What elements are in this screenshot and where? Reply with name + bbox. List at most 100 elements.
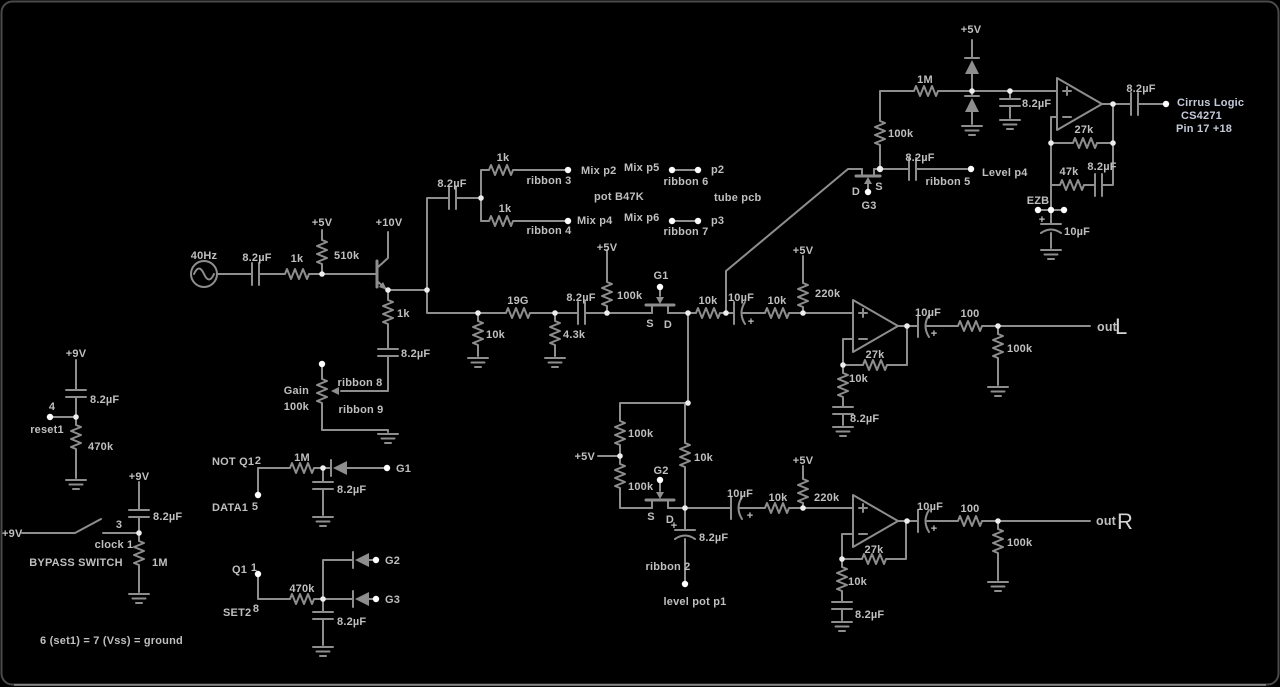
net-label: NOT Q1 [212,456,254,468]
fet-gate-label: G1 [653,270,668,282]
ribbon-label: ribbon 3 [527,175,572,187]
resistor [954,515,986,527]
opamp-left [852,299,899,353]
rail-label: +10V [376,217,403,229]
resistor-label: 510k [334,250,360,262]
resistor [286,462,318,474]
fet-source-label: S [647,511,655,523]
rail-label: +5V [961,24,982,36]
polarized-capacitor [674,529,696,540]
resistor [797,475,809,507]
cap-label: 8.2µF [905,152,934,164]
resistor-label: 1k [291,253,304,265]
pot-ref-label: pot B47K [594,191,644,203]
rail-label: +5V [793,245,814,257]
labels-gain-pot: Gain 100k ribbon 8 ribbon 9 [284,377,384,416]
resistor [679,439,691,471]
ground-symbol [467,357,489,368]
resistor [910,85,942,97]
dest-label: Level p4 [982,167,1028,179]
rail-label: +5V [597,242,618,254]
pin-number-label: 5 [252,501,258,513]
board-ref-label: tube pcb [714,192,762,204]
diode [330,459,348,477]
diode [352,551,370,569]
labels-logic-section: NOT Q1 2 1M G1 8.2µF DATA1 5 Q1 1 470k G… [212,452,411,628]
resistor-label: 100k [628,428,654,440]
cap-label: 8.2µF [1087,161,1116,173]
dest-label: level pot p1 [664,596,727,608]
resistor [837,369,849,401]
resistor [601,278,613,310]
ground-symbol [128,593,150,604]
resistor [502,307,534,319]
labels-signal-row: 10k 19G 4.3k 8.2µF +5V 100k G1 S D 10k 1… [486,242,841,341]
diode [964,57,980,75]
labels-adc-driver: +5V 1M 100k 8.2µF 27k 47k 8.2µF EZB + 10… [888,24,1244,238]
mix-dest-label: Mix p4 [577,215,613,227]
cap-label: 8.2µF [90,394,119,406]
ground-symbol [1040,249,1062,260]
rail-label: +9V [129,471,150,483]
polarity-label: + [748,316,755,328]
gate-dest-label: G1 [396,463,411,475]
capacitor [251,262,260,286]
labels-mix-section: 8.2µF 1k ribbon 3 Mix p2 Mix p5 ribbon 6… [437,152,761,238]
resistor [797,279,809,311]
sine-source-symbol [190,260,218,288]
components [65,57,1139,657]
labels-right-output: 27k 10k 8.2µF 10µF + 100 100k out R [848,501,1133,621]
switch-label: BYPASS SWITCH [29,557,122,569]
fet-drain-label: D [664,319,672,331]
net-label: SET2 [223,607,251,619]
cap-label: 8.2µF [337,616,366,628]
resistor-label: 1k [497,152,510,164]
ground-symbol [312,646,334,657]
rail-label: +5V [312,217,333,229]
resistor [954,320,986,332]
source-freq-label: 40Hz [191,250,218,262]
ground-symbol [544,357,566,368]
cap-label: 8.2µF [850,413,879,425]
resistor-label: 100k [628,481,654,493]
adc-dest-line1: Cirrus Logic [1177,97,1244,109]
resistor [836,563,848,595]
labels-input-stage: 40Hz 8.2µF 1k +5V 510k +10V 1k 8.2µF [191,217,430,360]
resistor [992,330,1004,362]
channel-label-R: R [1117,509,1133,534]
pot-value-label: 100k [284,401,310,413]
resistor-label: 10k [699,295,719,307]
capacitor [377,348,399,357]
channel-label-L: L [1115,314,1127,339]
cap-label: 8.2µF [153,511,182,523]
cap-label: 10µF [915,307,941,319]
adc-dest-line2: CS4271 [1181,110,1222,122]
resistor [1056,179,1088,191]
resistor-label: 1M [917,74,933,86]
adc-dest-line3: Pin 17 +18 [1176,123,1232,135]
labels-power-section: +9V 8.2µF 4 reset1 470k +9V 8.2µF 3 +9V … [2,348,183,647]
resistor-label: 27k [1075,124,1095,136]
resistor-label: 470k [88,441,114,453]
output-label: out [1096,514,1117,528]
cap-label: 8.2µF [242,252,271,264]
ribbon-label: ribbon 4 [527,225,573,237]
diode [964,95,980,113]
resistor [472,317,484,349]
capacitor [1094,173,1103,197]
resistor [761,502,793,514]
capacitor [312,481,334,490]
ribbon-label: ribbon 7 [664,226,709,238]
cap-label: 10µF [1064,226,1090,238]
diode [352,590,370,608]
resistor [761,307,793,319]
resistor-label: 100 [961,503,980,515]
resistor [614,417,626,449]
pot-name-label: Gain [284,385,309,397]
resistor [70,421,82,453]
cap-label: 8.2µF [855,609,884,621]
capacitor [1130,92,1139,116]
capacitor [312,611,334,620]
opamp-adc [1056,77,1103,131]
